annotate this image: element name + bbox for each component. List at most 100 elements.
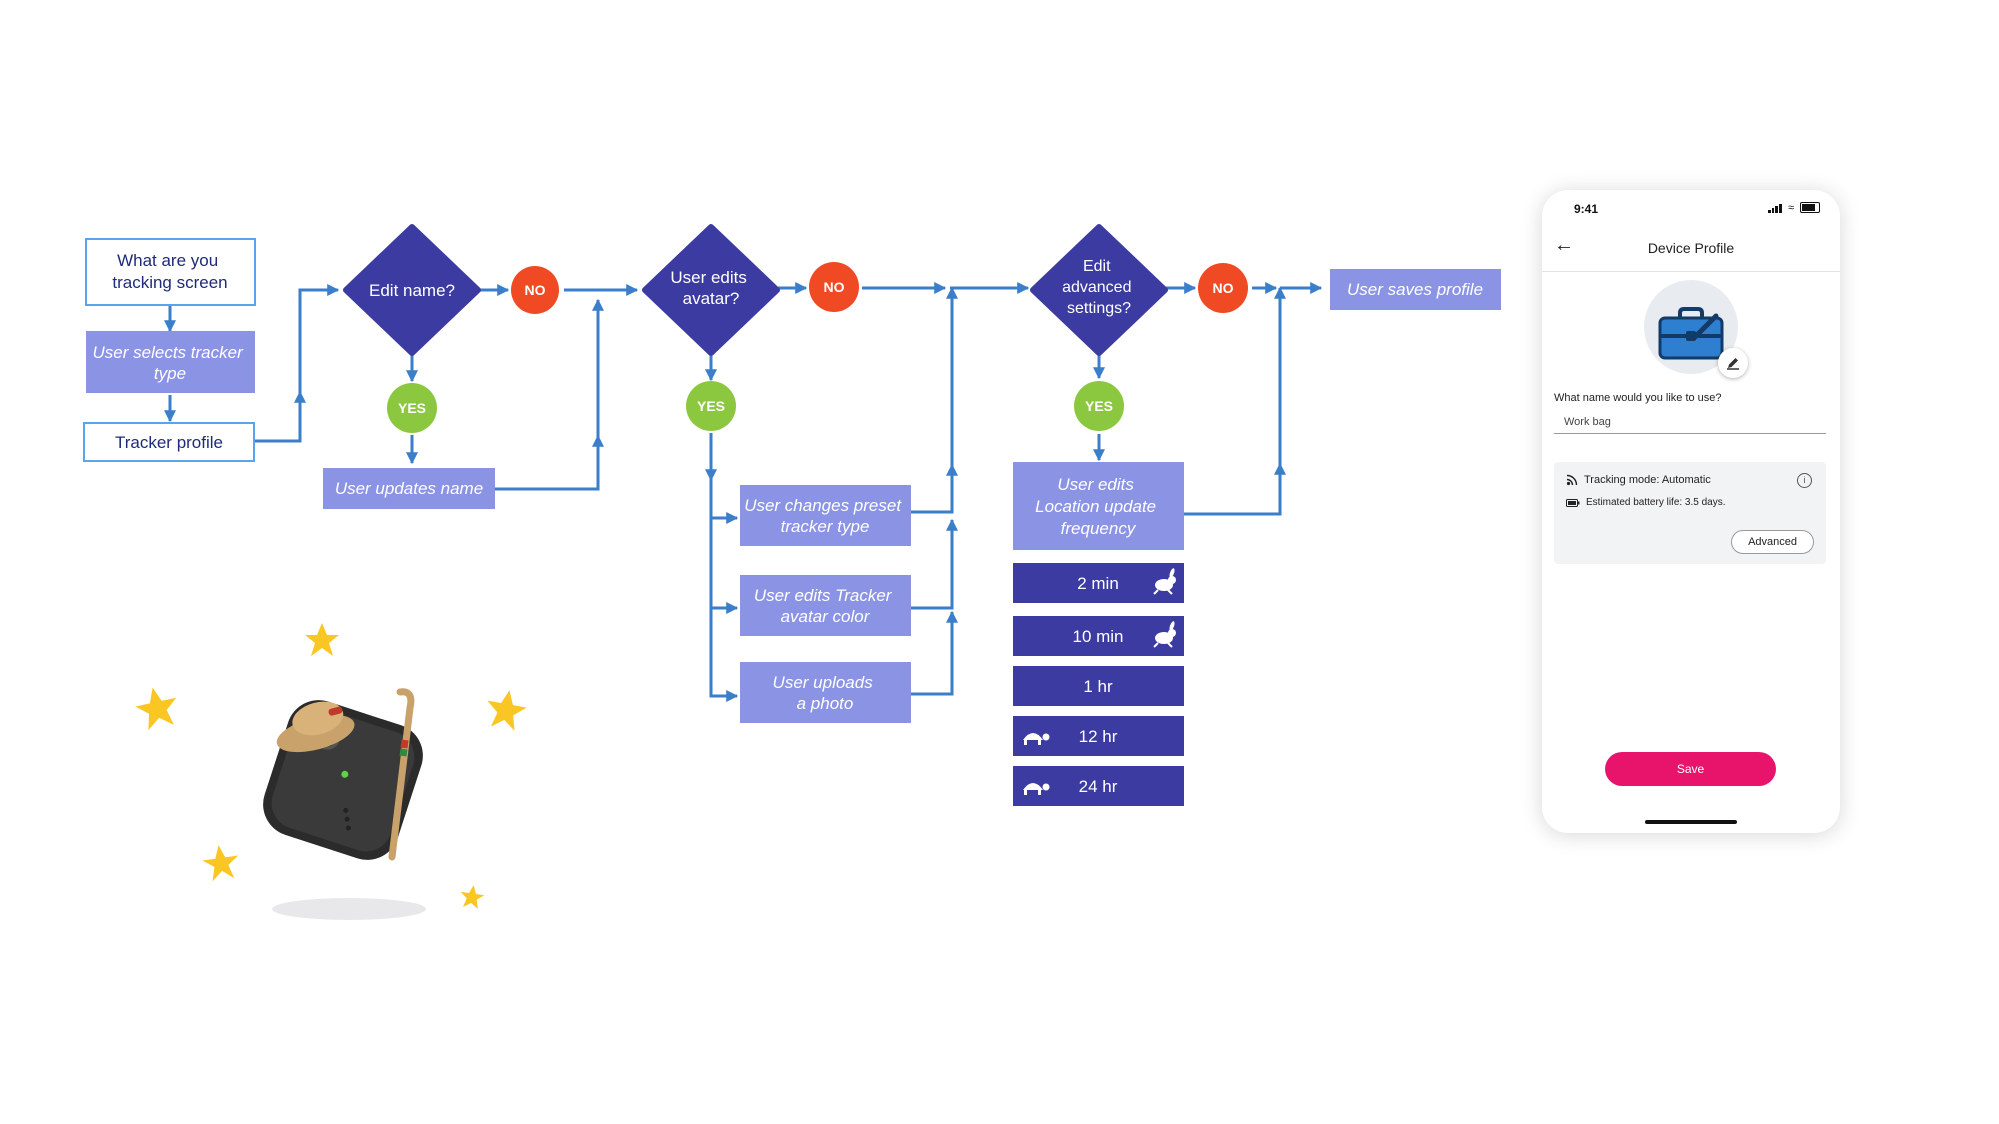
select-line-1: User selects tracker xyxy=(93,343,245,362)
tracking-signal-icon xyxy=(1566,474,1578,486)
wifi-icon: ≈ xyxy=(1787,201,1794,214)
upload-photo-label: User uploads a photo xyxy=(773,673,878,713)
arrow-branch-preset xyxy=(709,466,739,524)
signal-icon xyxy=(1767,203,1782,213)
tracker-profile-node: Tracker profile xyxy=(83,422,255,462)
status-icons: ≈ xyxy=(1767,201,1820,214)
edit-name-label: Edit name? xyxy=(369,281,455,300)
frequency-option-label: 12 hr xyxy=(1079,727,1118,746)
arrow-update-to-merge xyxy=(495,434,604,491)
edit-frequency-label: User edits Location update frequency xyxy=(1035,475,1161,538)
frequency-option-box xyxy=(1013,766,1184,806)
change-preset-node: User changes preset tracker type xyxy=(740,485,911,546)
update-name-label: User updates name xyxy=(335,479,483,498)
photo-line-1: User uploads xyxy=(773,673,874,692)
change-preset-label: User changes preset tracker type xyxy=(744,496,906,536)
frequency-option: 12 hr xyxy=(1013,716,1184,756)
rabbit-icon xyxy=(1153,621,1176,648)
battery-row: Estimated battery life: 3.5 days. xyxy=(1566,497,1726,508)
frequency-option-box xyxy=(1013,616,1184,656)
tracking-mode-text: Tracking mode: Automatic xyxy=(1584,474,1711,486)
app-bar: ← Device Profile xyxy=(1542,226,1840,272)
frequency-option-box xyxy=(1013,563,1184,603)
edit-color-label: User edits Tracker avatar color xyxy=(754,586,896,626)
tracking-mode-row: Tracking mode: Automatic xyxy=(1566,474,1711,486)
avatar-yes-label: YES xyxy=(697,398,725,414)
update-name-node: User updates name xyxy=(323,468,495,509)
edit-avatar-button[interactable] xyxy=(1718,348,1748,378)
avatar-no-label: NO xyxy=(824,279,845,295)
select-type-node: User selects tracker type xyxy=(86,331,255,393)
turtle-icon xyxy=(1023,783,1050,795)
advanced-line-3: settings? xyxy=(1067,300,1131,317)
battery-life-text: Estimated battery life: 3.5 days. xyxy=(1586,497,1726,508)
frequency-line-3: frequency xyxy=(1061,519,1137,538)
avatar-no-badge: NO xyxy=(809,262,859,312)
frequency-option-box xyxy=(1013,716,1184,756)
frequency-option-label: 1 hr xyxy=(1083,677,1113,696)
battery-life-icon xyxy=(1566,498,1580,507)
arrow-branch-photo xyxy=(709,608,739,702)
advanced-no-label: NO xyxy=(1213,280,1234,296)
select-line-2: type xyxy=(154,364,186,383)
color-line-1: User edits Tracker xyxy=(754,586,893,605)
pencil-icon xyxy=(1727,358,1739,370)
frequency-option: 1 hr xyxy=(1013,666,1184,706)
back-arrow-icon[interactable]: ← xyxy=(1554,234,1574,256)
start-node-label: What are you tracking screen xyxy=(112,251,227,292)
connectors xyxy=(164,282,1323,702)
name-yes-label: YES xyxy=(398,400,426,416)
select-type-label: User selects tracker type xyxy=(93,343,248,383)
star-icon xyxy=(305,623,339,656)
edit-advanced-decision: Edit advanced settings? xyxy=(1030,224,1168,356)
color-line-2: avatar color xyxy=(781,607,871,626)
shadow xyxy=(272,898,426,920)
hat-icon xyxy=(276,701,355,753)
status-bar: 9:41 ≈ xyxy=(1542,190,1840,224)
advanced-line-2: advanced xyxy=(1062,279,1131,296)
briefcase-icon xyxy=(1658,307,1724,360)
avatar[interactable] xyxy=(1644,280,1748,378)
arrow-photo-up xyxy=(911,610,958,696)
advanced-yes-badge: YES xyxy=(1074,381,1124,431)
page-title: Device Profile xyxy=(1647,240,1735,256)
cane-icon xyxy=(388,688,415,861)
star-icon xyxy=(135,687,177,731)
arrow-frequency-up xyxy=(1181,462,1286,516)
star-icon xyxy=(487,690,527,731)
arrow-preset-up xyxy=(911,463,958,514)
name-no-label: NO xyxy=(525,282,546,298)
start-line-2: tracking screen xyxy=(112,273,227,292)
avatar-line-2: avatar? xyxy=(683,289,740,308)
info-icon[interactable]: i xyxy=(1797,473,1812,488)
name-yes-badge: YES xyxy=(387,383,437,433)
advanced-button[interactable]: Advanced xyxy=(1731,530,1814,554)
phone-mockup: 9:41 ≈ ← Device Profile What name would … xyxy=(1542,190,1840,833)
name-question-label: What name would you like to use? xyxy=(1554,392,1722,404)
frequency-option-label: 10 min xyxy=(1072,627,1123,646)
preset-line-2: tracker type xyxy=(781,517,870,536)
saves-profile-node: User saves profile xyxy=(1330,269,1501,310)
arrow-color-up xyxy=(911,518,958,610)
battery-icon xyxy=(1800,202,1820,213)
frequency-option: 2 min xyxy=(1013,563,1184,603)
start-node: What are you tracking screen xyxy=(85,238,256,306)
turtle-icon xyxy=(1023,733,1050,745)
status-time: 9:41 xyxy=(1574,202,1599,216)
edit-color-node: User edits Tracker avatar color xyxy=(740,575,911,636)
star-icon xyxy=(460,885,485,909)
save-button[interactable]: Save xyxy=(1605,752,1776,786)
frequency-option-box xyxy=(1013,666,1184,706)
name-field[interactable] xyxy=(1554,410,1826,434)
settings-card: Tracking mode: Automatic i Estimated bat… xyxy=(1554,462,1826,564)
upload-photo-node: User uploads a photo xyxy=(740,662,911,723)
frequency-option-label: 2 min xyxy=(1077,574,1119,593)
start-line-1: What are you xyxy=(117,251,218,270)
tracker-illustration xyxy=(135,623,527,920)
photo-line-2: a photo xyxy=(797,694,854,713)
edit-name-decision: Edit name? xyxy=(343,224,481,356)
edit-avatar-decision: User edits avatar? xyxy=(642,224,780,356)
rabbit-icon xyxy=(1153,568,1176,595)
frequency-option: 10 min xyxy=(1013,616,1184,656)
